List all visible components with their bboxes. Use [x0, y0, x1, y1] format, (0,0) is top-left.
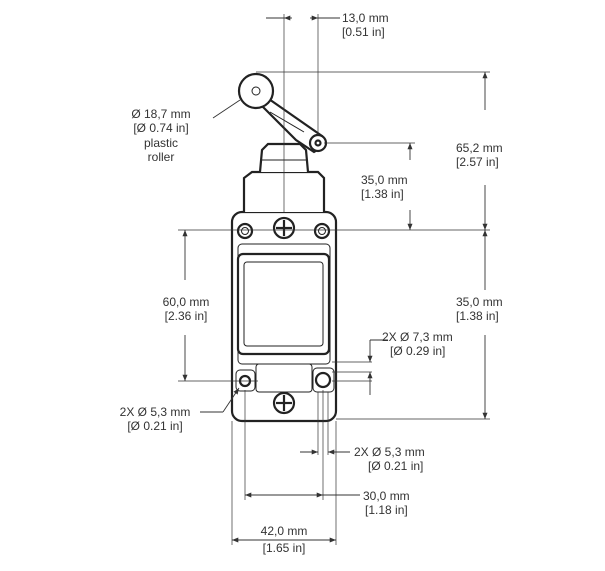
svg-text:60,0 mm: 60,0 mm [163, 295, 210, 309]
label-hole-large: 2X Ø 7,3 mm [Ø 0.29 in] [382, 330, 453, 358]
mounting-hole-bottom-right [312, 367, 335, 393]
svg-text:[0.51 in]: [0.51 in] [342, 25, 385, 39]
label-hole-left: 2X Ø 5,3 mm [Ø 0.21 in] [120, 405, 191, 433]
svg-text:65,2 mm: 65,2 mm [456, 141, 503, 155]
svg-text:[1.38 in]: [1.38 in] [361, 187, 404, 201]
label-top-offset: 13,0 mm [0.51 in] [342, 11, 389, 39]
svg-text:2X Ø 5,3 mm: 2X Ø 5,3 mm [354, 445, 425, 459]
svg-text:2X Ø 5,3 mm: 2X Ø 5,3 mm [120, 405, 191, 419]
label-hole-bottom: 2X Ø 5,3 mm [Ø 0.21 in] [354, 445, 425, 473]
svg-text:[1.38 in]: [1.38 in] [456, 309, 499, 323]
svg-text:plastic: plastic [144, 136, 178, 150]
svg-text:35,0 mm: 35,0 mm [456, 295, 503, 309]
label-mount-height: 60,0 mm [2.36 in] [163, 295, 210, 323]
svg-text:Ø 18,7 mm: Ø 18,7 mm [131, 107, 190, 121]
svg-text:[2.57 in]: [2.57 in] [456, 155, 499, 169]
extension-lines [178, 14, 490, 545]
label-hole-spacing: 30,0 mm [1.18 in] [363, 489, 410, 517]
mounting-hole-top-right [313, 222, 331, 240]
label-roller: Ø 18,7 mm [Ø 0.74 in] plastic roller [131, 107, 190, 164]
label-actuator: 35,0 mm [1.38 in] [361, 173, 408, 201]
svg-text:roller: roller [148, 150, 175, 164]
label-body-height: 35,0 mm [1.38 in] [456, 295, 503, 323]
svg-text:[Ø 0.29 in]: [Ø 0.29 in] [390, 344, 445, 358]
svg-text:13,0 mm: 13,0 mm [342, 11, 389, 25]
switch-body [230, 210, 338, 423]
svg-text:35,0 mm: 35,0 mm [361, 173, 408, 187]
bottom-screw-icon [272, 391, 296, 415]
svg-text:30,0 mm: 30,0 mm [363, 489, 410, 503]
mounting-hole-top-left [236, 222, 254, 240]
dimension-lines [182, 15, 488, 543]
label-total-height: 65,2 mm [2.57 in] [456, 141, 503, 169]
svg-text:[Ø 0.21 in]: [Ø 0.21 in] [127, 419, 182, 433]
top-screw-icon [272, 216, 296, 240]
svg-text:[1.65 in]: [1.65 in] [263, 541, 306, 555]
svg-text:[1.18 in]: [1.18 in] [365, 503, 408, 517]
svg-text:[2.36 in]: [2.36 in] [165, 309, 208, 323]
svg-text:[Ø 0.74 in]: [Ø 0.74 in] [133, 121, 188, 135]
roller-icon [237, 72, 275, 110]
svg-text:42,0 mm: 42,0 mm [261, 524, 308, 538]
svg-text:2X Ø 7,3 mm: 2X Ø 7,3 mm [382, 330, 453, 344]
label-body-width: 42,0 mm [1.65 in] [261, 524, 308, 555]
svg-text:[Ø 0.21 in]: [Ø 0.21 in] [368, 459, 423, 473]
